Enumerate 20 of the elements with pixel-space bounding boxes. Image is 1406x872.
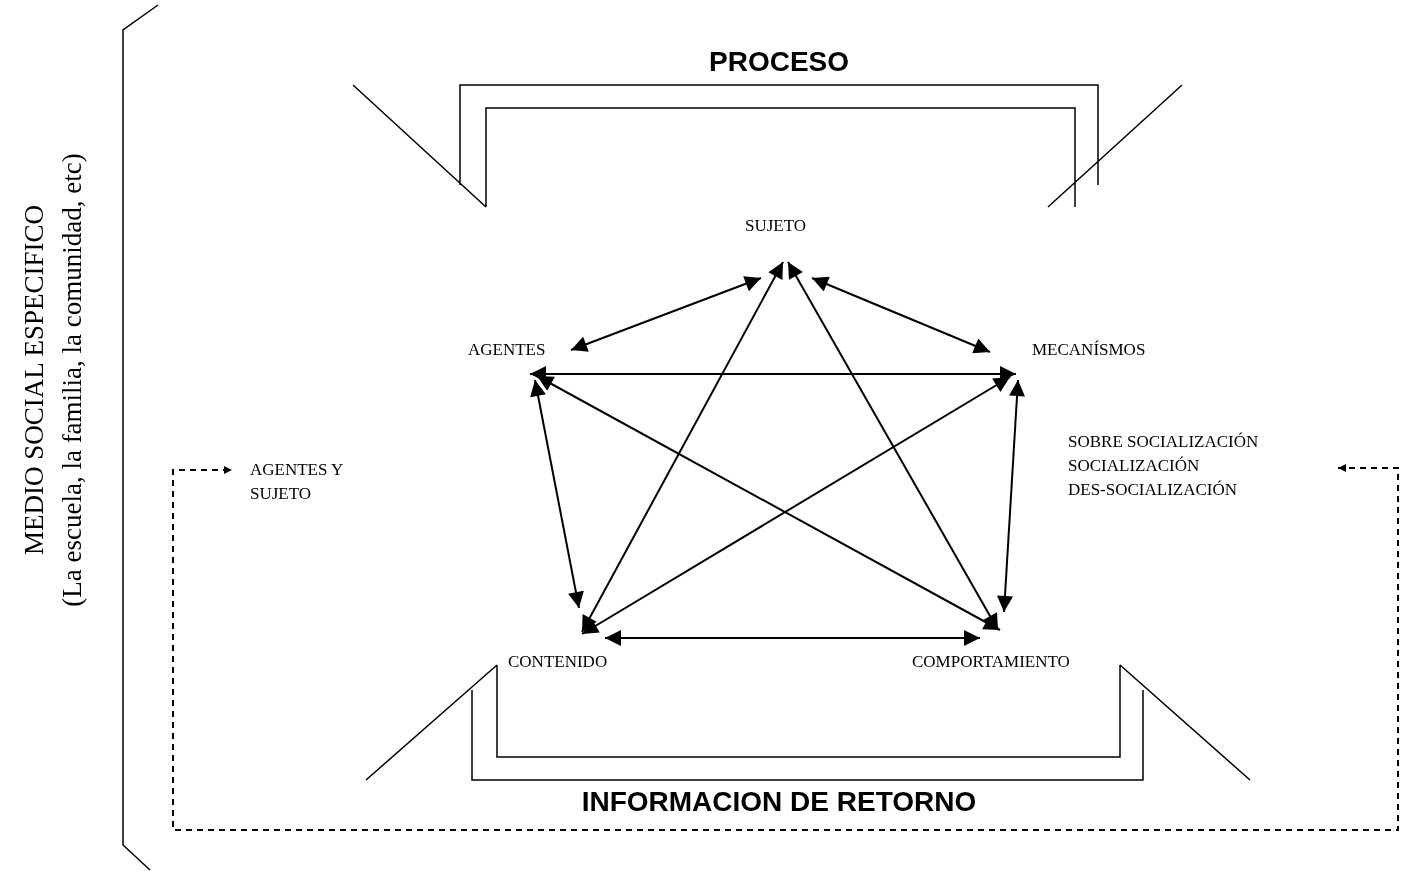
node-label: SOCIALIZACIÓN: [1068, 455, 1200, 477]
node-label: DES-SOCIALIZACIÓN: [1068, 479, 1238, 501]
dashed-feedback-arrow: [172, 464, 1399, 831]
node-label: MECANÍSMOS: [1032, 339, 1146, 361]
double-arrow: [604, 630, 981, 646]
double-arrow: [581, 261, 784, 633]
double-arrow: [530, 379, 584, 609]
node-label: AGENTES: [468, 339, 546, 361]
double-arrow: [811, 276, 991, 354]
vertical-label: MEDIO SOCIAL ESPECIFICO: [18, 205, 50, 555]
diagram-heading: PROCESO: [709, 46, 849, 78]
double-arrow: [997, 379, 1025, 613]
node-label: SUJETO: [745, 215, 807, 237]
diagram-heading: INFORMACION DE RETORNO: [581, 786, 977, 818]
node-label: SOBRE SOCIALIZACIÓN: [1068, 431, 1259, 453]
node-label: COMPORTAMIENTO: [912, 651, 1070, 673]
vertical-label: (La escuela, la familia, la comunidad, etc): [56, 153, 88, 607]
double-arrow: [570, 276, 762, 352]
node-label: CONTENIDO: [508, 651, 608, 673]
node-label: AGENTES Y SUJETO: [250, 459, 344, 505]
